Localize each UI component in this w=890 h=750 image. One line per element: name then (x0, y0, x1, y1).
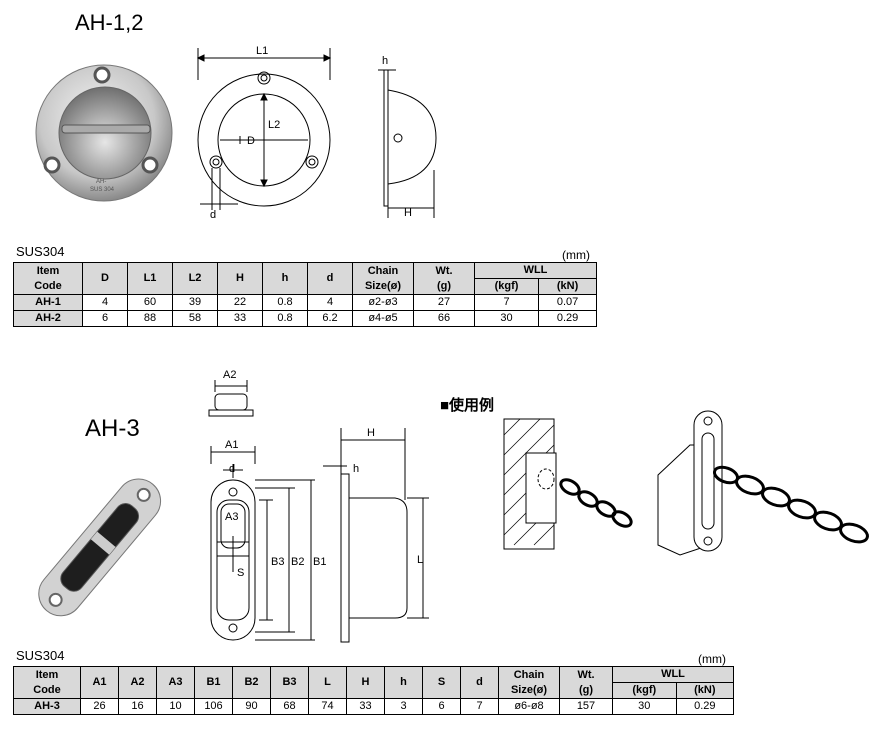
ah12-side-drawing: h H (378, 55, 437, 219)
dim-d2: d (229, 463, 235, 475)
dim-h: h (382, 55, 388, 67)
dim-B2: B2 (291, 556, 304, 568)
section1-material: SUS304 (16, 244, 65, 259)
section1-unit: (mm) (562, 248, 590, 262)
ah3-photo (38, 478, 162, 617)
dim-H: H (404, 207, 412, 219)
dim-B3: B3 (271, 556, 284, 568)
section2-material: SUS304 (16, 648, 65, 663)
dim-A3: A3 (225, 511, 238, 523)
dim-S: S (237, 567, 244, 579)
dim-A2: A2 (223, 369, 236, 381)
ah12-photo: AH- SUS 304 (35, 64, 173, 202)
usage-title: ■使用例 (440, 397, 495, 414)
usage-example-wall (503, 418, 633, 550)
ah3-drawing: A2 A1 d A3 S B3 B2 B1 H h L (208, 369, 429, 643)
usage-example-bracket (657, 410, 869, 556)
dim-L2: L2 (268, 119, 280, 131)
stamp-line2: SUS 304 (90, 187, 115, 193)
ah12-front-drawing: L1 L2 D d (196, 45, 332, 220)
dim-A1: A1 (225, 439, 238, 451)
section2-unit: (mm) (698, 652, 726, 666)
dim-h2: h (353, 463, 359, 475)
stamp-line1: AH- (96, 179, 106, 185)
dim-H2: H (367, 427, 375, 439)
section1-title: AH-1,2 (75, 10, 144, 35)
dim-L1: L1 (256, 45, 268, 57)
dim-B1: B1 (313, 556, 326, 568)
dim-d: d (210, 209, 216, 220)
dim-L: L (417, 554, 423, 566)
section2-title: AH-3 (85, 415, 140, 442)
dim-D: D (247, 135, 255, 147)
